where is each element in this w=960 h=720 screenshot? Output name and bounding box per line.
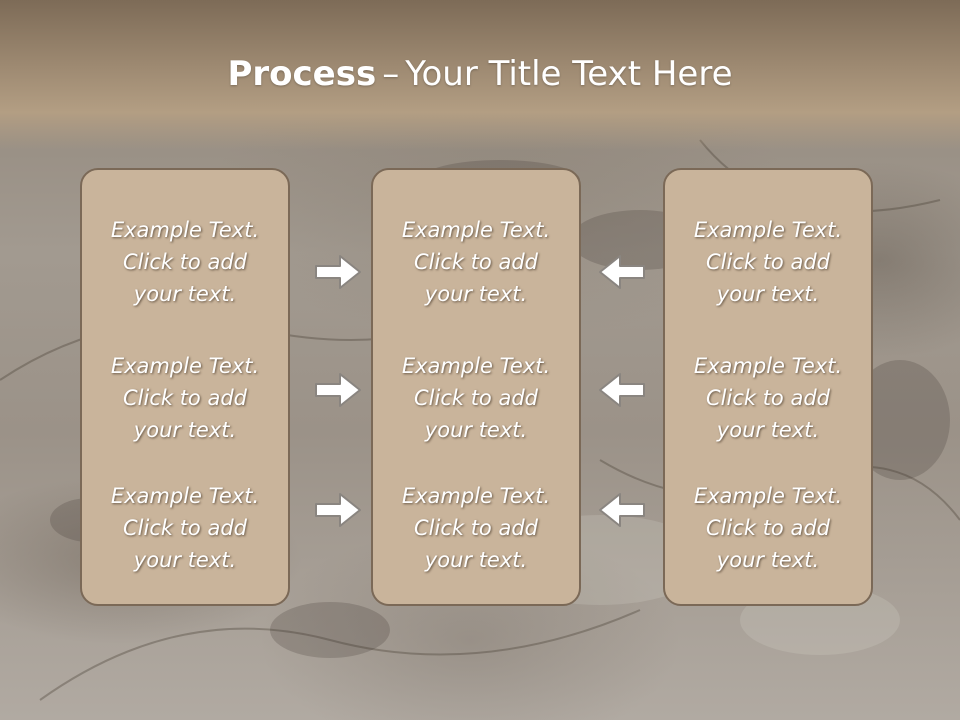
slide-title[interactable]: Process–Your Title Text Here bbox=[0, 52, 960, 96]
title-rest: Your Title Text Here bbox=[405, 54, 733, 94]
box-2-text-2[interactable]: Example Text. Click to add your text. bbox=[401, 354, 551, 442]
arrow-right-icon bbox=[315, 373, 361, 407]
header-band bbox=[0, 0, 960, 150]
process-box-1[interactable]: Example Text. Click to add your text. Ex… bbox=[80, 168, 290, 606]
box-2-text-3[interactable]: Example Text. Click to add your text. bbox=[401, 484, 551, 572]
title-separator: – bbox=[382, 54, 400, 94]
arrow-right-icon bbox=[315, 255, 361, 289]
title-bold-part: Process bbox=[227, 54, 377, 94]
arrow-right-icon bbox=[315, 493, 361, 527]
box-3-text-1[interactable]: Example Text. Click to add your text. bbox=[693, 218, 843, 306]
box-3-text-3[interactable]: Example Text. Click to add your text. bbox=[693, 484, 843, 572]
arrow-left-icon bbox=[599, 255, 645, 289]
box-1-text-2[interactable]: Example Text. Click to add your text. bbox=[110, 354, 260, 442]
box-1-text-3[interactable]: Example Text. Click to add your text. bbox=[110, 484, 260, 572]
arrow-left-icon bbox=[599, 493, 645, 527]
box-2-text-1[interactable]: Example Text. Click to add your text. bbox=[401, 218, 551, 306]
process-box-3[interactable]: Example Text. Click to add your text. Ex… bbox=[663, 168, 873, 606]
arrow-left-icon bbox=[599, 373, 645, 407]
process-box-2[interactable]: Example Text. Click to add your text. Ex… bbox=[371, 168, 581, 606]
box-1-text-1[interactable]: Example Text. Click to add your text. bbox=[110, 218, 260, 306]
box-3-text-2[interactable]: Example Text. Click to add your text. bbox=[693, 354, 843, 442]
